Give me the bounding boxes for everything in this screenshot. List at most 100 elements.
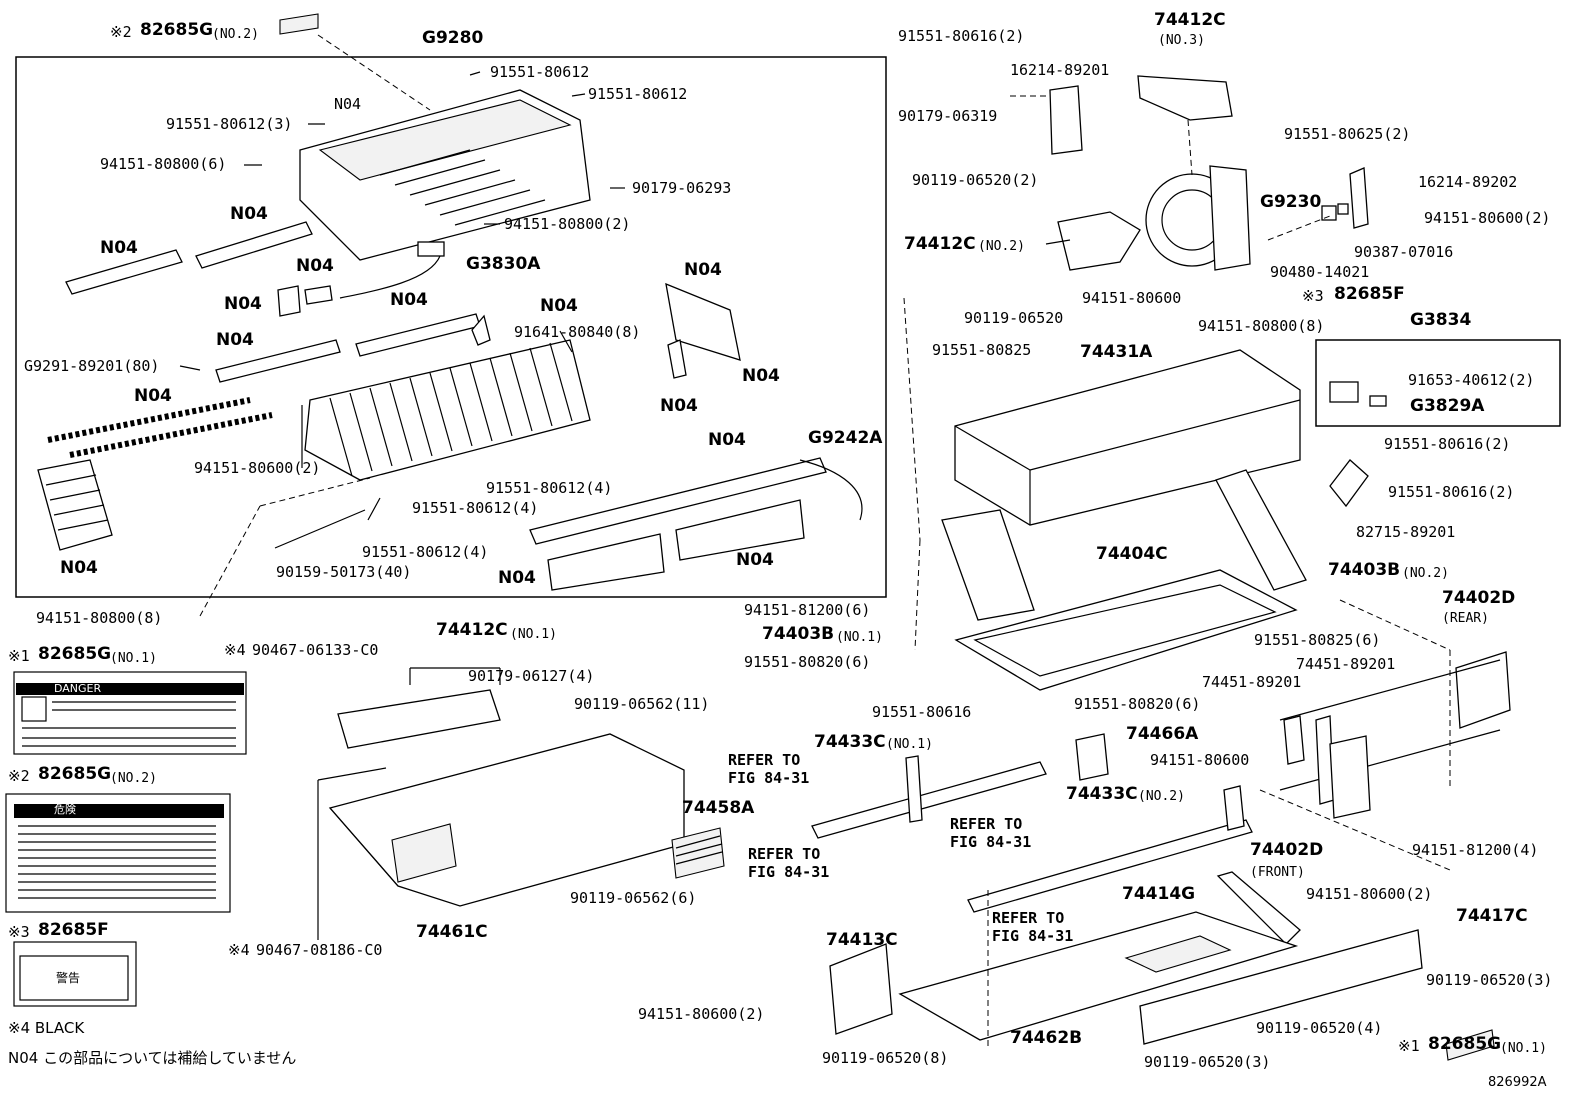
- part-suffix: (NO.1): [886, 737, 933, 752]
- group-g3834[interactable]: G3834: [1410, 310, 1472, 330]
- refer-fig-link[interactable]: FIG 84-31: [950, 833, 1032, 851]
- part-74431a[interactable]: 74431A: [1080, 342, 1153, 362]
- part-74451-89201-a[interactable]: 74451-89201: [1296, 655, 1396, 673]
- part-74461c[interactable]: 74461C: [416, 922, 488, 942]
- part-90467-08186-c0[interactable]: 90467-08186-C0: [256, 941, 383, 959]
- part-91551-80820-6-a[interactable]: 91551-80820(6): [744, 653, 871, 671]
- part-91551-80825[interactable]: 91551-80825: [932, 341, 1032, 359]
- part-90179-06127-4[interactable]: 90179-06127(4): [468, 667, 595, 685]
- n04-label: N04: [736, 550, 774, 570]
- part-94151-80600-r[interactable]: 94151-80600: [1150, 751, 1250, 769]
- part-90119-06562-11[interactable]: 90119-06562(11): [574, 695, 710, 713]
- g3834-group-frame: [1315, 339, 1561, 427]
- part-74433c-no1[interactable]: 74433C: [814, 732, 886, 752]
- part-91551-80612-4-c[interactable]: 91551-80612(4): [362, 543, 489, 561]
- part-82685g-no2-top[interactable]: 82685G: [140, 20, 214, 40]
- part-91551-80616[interactable]: 91551-80616: [872, 703, 972, 721]
- n04-label: N04: [708, 430, 746, 450]
- part-90119-06520-3-b[interactable]: 90119-06520(3): [1144, 1053, 1271, 1071]
- part-74458a[interactable]: 74458A: [682, 798, 755, 818]
- part-74403b-no1[interactable]: 74403B: [762, 624, 835, 644]
- part-94151-80600-2-r[interactable]: 94151-80600(2): [1424, 209, 1551, 227]
- part-94151-81200-6[interactable]: 94151-81200(6): [744, 601, 871, 619]
- part-91551-80612-a[interactable]: 91551-80612: [490, 63, 590, 81]
- part-g9291-89201-80[interactable]: G9291-89201(80): [24, 357, 160, 375]
- part-94151-80800-8-left[interactable]: 94151-80800(8): [36, 609, 163, 627]
- n04-label: N04: [100, 238, 138, 258]
- g9280-group-frame: [15, 56, 887, 598]
- part-94151-80800-6[interactable]: 94151-80800(6): [100, 155, 227, 173]
- refer-to-label: REFER TO: [950, 815, 1023, 833]
- part-suffix: (NO.1): [1500, 1041, 1547, 1056]
- part-74402d-rear[interactable]: 74402D: [1442, 588, 1516, 608]
- part-90119-06520-8[interactable]: 90119-06520(8): [822, 1049, 949, 1067]
- part-74462b[interactable]: 74462B: [1010, 1028, 1083, 1048]
- note-mark-2: ※2: [110, 23, 132, 41]
- part-94151-80600-2[interactable]: 94151-80600(2): [194, 459, 321, 477]
- part-94151-80600-2-b[interactable]: 94151-80600(2): [1306, 885, 1433, 903]
- part-91653-40612-2[interactable]: 91653-40612(2): [1408, 371, 1535, 389]
- part-g9230[interactable]: G9230: [1260, 192, 1322, 212]
- part-g9242a[interactable]: G9242A: [808, 428, 883, 448]
- part-91551-80612-4-b[interactable]: 91551-80612(4): [412, 499, 539, 517]
- part-94151-80800-8-r[interactable]: 94151-80800(8): [1198, 317, 1325, 335]
- part-82685g-no1[interactable]: 82685G: [38, 644, 112, 664]
- part-82685f-legend[interactable]: 82685F: [38, 920, 109, 940]
- danger-sticker-header: DANGER: [54, 682, 102, 695]
- part-74414g[interactable]: 74414G: [1122, 884, 1196, 904]
- part-74451-89201-b[interactable]: 74451-89201: [1202, 673, 1302, 691]
- refer-fig-link[interactable]: FIG 84-31: [748, 863, 830, 881]
- part-94151-80600-2-c[interactable]: 94151-80600(2): [638, 1005, 765, 1023]
- part-91551-80616-2-b[interactable]: 91551-80616(2): [1388, 483, 1515, 501]
- part-82685g-no2-legend[interactable]: 82685G: [38, 764, 112, 784]
- part-74466a[interactable]: 74466A: [1126, 724, 1199, 744]
- part-90119-06520-2[interactable]: 90119-06520(2): [912, 171, 1039, 189]
- part-74412c-no2[interactable]: 74412C: [904, 234, 976, 254]
- refer-fig-link[interactable]: FIG 84-31: [728, 769, 810, 787]
- part-74403b-no2[interactable]: 74403B: [1328, 560, 1401, 580]
- part-90387-07016[interactable]: 90387-07016: [1354, 243, 1454, 261]
- n04-footnote: N04 この部品については補給していません: [8, 1049, 297, 1067]
- part-91551-80612-b[interactable]: 91551-80612: [588, 85, 688, 103]
- part-90179-06319[interactable]: 90179-06319: [898, 107, 998, 125]
- part-90119-06520-3-a[interactable]: 90119-06520(3): [1426, 971, 1553, 989]
- part-91551-80616-2-top[interactable]: 91551-80616(2): [898, 27, 1025, 45]
- group-g9280[interactable]: G9280: [422, 28, 484, 48]
- part-91551-80825-6[interactable]: 91551-80825(6): [1254, 631, 1381, 649]
- part-91641-80840-8[interactable]: 91641-80840(8): [514, 323, 641, 341]
- part-74402d-front[interactable]: 74402D: [1250, 840, 1324, 860]
- part-82685f-top[interactable]: 82685F: [1334, 284, 1405, 304]
- part-91551-80625-2[interactable]: 91551-80625(2): [1284, 125, 1411, 143]
- part-82685g-no1-bottom[interactable]: 82685G: [1428, 1034, 1502, 1054]
- refer-fig-link[interactable]: FIG 84-31: [992, 927, 1074, 945]
- part-g3830a[interactable]: G3830A: [466, 254, 541, 274]
- part-74433c-no2[interactable]: 74433C: [1066, 784, 1138, 804]
- part-94151-80800-2[interactable]: 94151-80800(2): [504, 215, 631, 233]
- part-94151-80600-fan[interactable]: 94151-80600: [1082, 289, 1182, 307]
- part-91551-80612-4-a[interactable]: 91551-80612(4): [486, 479, 613, 497]
- part-94151-81200-4[interactable]: 94151-81200(4): [1412, 841, 1539, 859]
- part-82715-89201[interactable]: 82715-89201: [1356, 523, 1456, 541]
- part-16214-89201[interactable]: 16214-89201: [1010, 61, 1110, 79]
- warning-sticker-header: 警告: [56, 971, 81, 985]
- part-90467-06133-c0[interactable]: 90467-06133-C0: [252, 641, 379, 659]
- part-90119-06520[interactable]: 90119-06520: [964, 309, 1064, 327]
- n04-label: N04: [134, 386, 172, 406]
- part-91551-80820-6-b[interactable]: 91551-80820(6): [1074, 695, 1201, 713]
- part-16214-89202[interactable]: 16214-89202: [1418, 173, 1518, 191]
- part-74417c[interactable]: 74417C: [1456, 906, 1528, 926]
- part-90159-50173-40[interactable]: 90159-50173(40): [276, 563, 412, 581]
- part-90179-06293[interactable]: 90179-06293: [632, 179, 732, 197]
- part-g3829a[interactable]: G3829A: [1410, 396, 1485, 416]
- part-91551-80612-3[interactable]: 91551-80612(3): [166, 115, 293, 133]
- part-74413c[interactable]: 74413C: [826, 930, 898, 950]
- part-suffix: (NO.2): [110, 771, 157, 786]
- part-74404c[interactable]: 74404C: [1096, 544, 1168, 564]
- part-90119-06520-4[interactable]: 90119-06520(4): [1256, 1019, 1383, 1037]
- refer-to-label: REFER TO: [992, 909, 1065, 927]
- part-74412c-no1[interactable]: 74412C: [436, 620, 508, 640]
- part-74412c-no3[interactable]: 74412C: [1154, 10, 1226, 30]
- part-90480-14021[interactable]: 90480-14021: [1270, 263, 1370, 281]
- part-91551-80616-2-a[interactable]: 91551-80616(2): [1384, 435, 1511, 453]
- part-90119-06562-6[interactable]: 90119-06562(6): [570, 889, 697, 907]
